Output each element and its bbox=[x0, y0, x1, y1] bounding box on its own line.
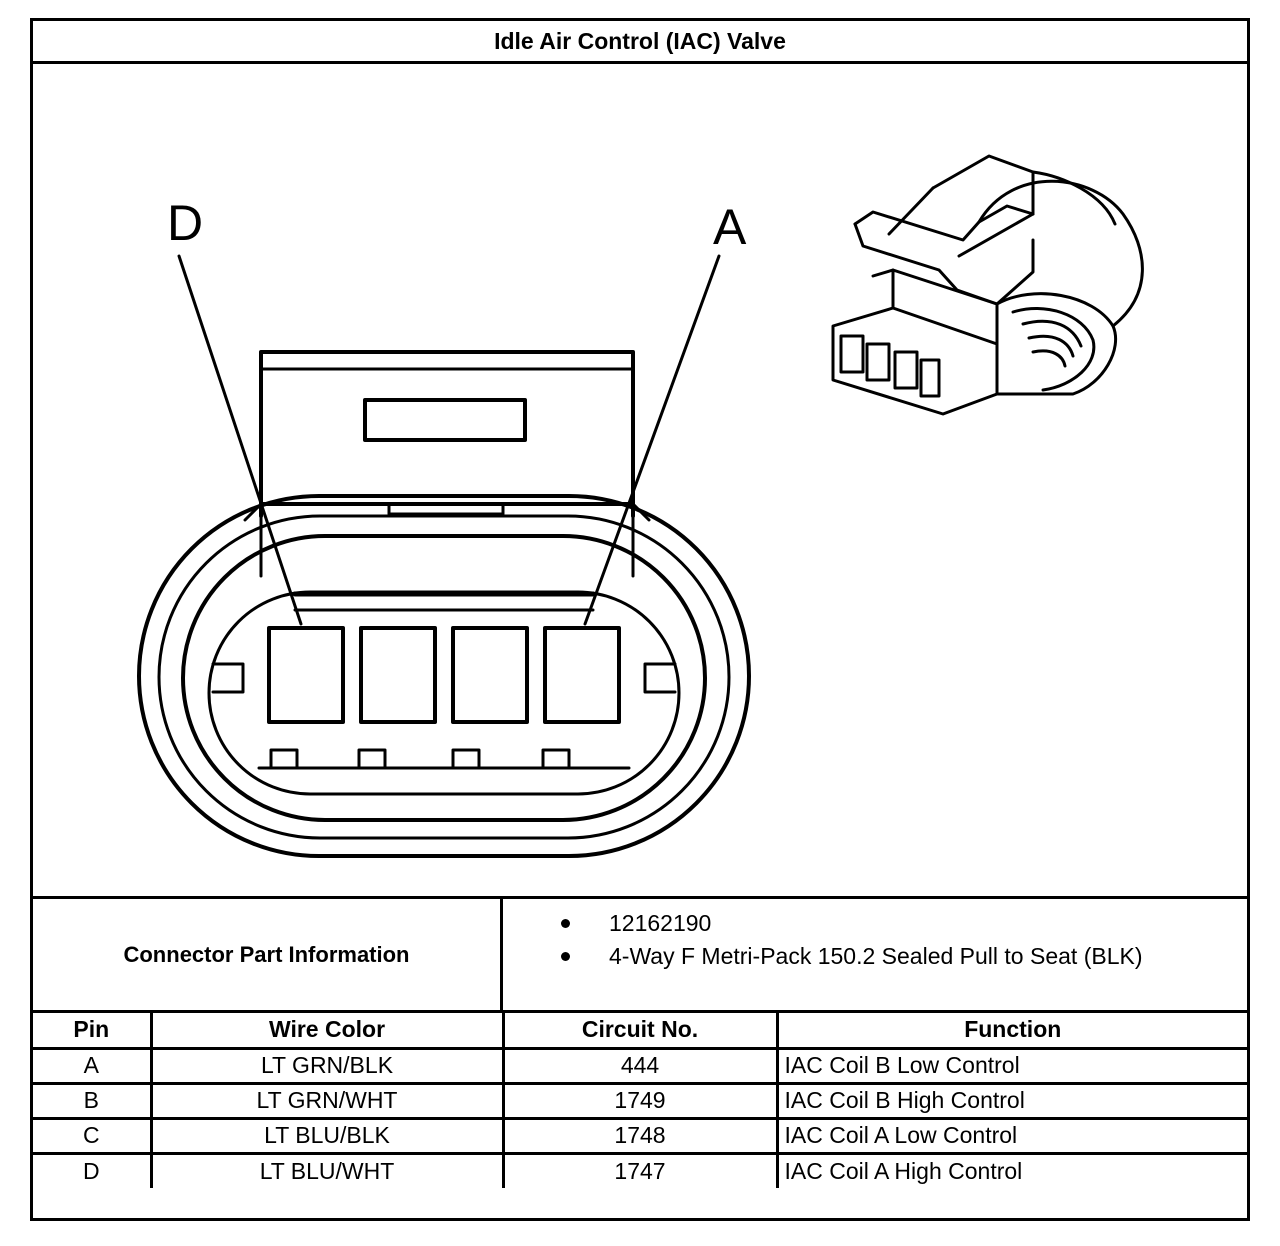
terminal-cavity-c bbox=[359, 626, 437, 724]
connector-3d-view bbox=[831, 154, 1144, 416]
cell-wire-color: LT BLU/WHT bbox=[149, 1151, 505, 1188]
cell-wire-color: LT GRN/BLK bbox=[149, 1046, 505, 1085]
connector-face-drawing: D A bbox=[137, 154, 1144, 858]
part-number: 12162190 bbox=[503, 907, 1142, 940]
cell-circuit-no: 1747 bbox=[501, 1151, 779, 1188]
lock-window bbox=[363, 398, 527, 442]
cell-circuit-no: 444 bbox=[501, 1046, 779, 1085]
part-info-list: 12162190 4-Way F Metri-Pack 150.2 Sealed… bbox=[503, 907, 1142, 973]
callout-a-leader bbox=[583, 254, 721, 626]
cell-function: IAC Coil B High Control bbox=[775, 1081, 1247, 1120]
pinout-table: Pin Wire Color Circuit No. Function A LT… bbox=[33, 1013, 1247, 1188]
cell-function: IAC Coil A High Control bbox=[775, 1151, 1247, 1188]
diagram-frame: Idle Air Control (IAC) Valve bbox=[30, 18, 1250, 1221]
cell-pin: A bbox=[33, 1046, 153, 1085]
terminal-cavity-a bbox=[543, 626, 621, 724]
connector-part-information: Connector Part Information 12162190 4-Wa… bbox=[33, 896, 1247, 1013]
lock-tab bbox=[259, 350, 635, 518]
cell-pin: B bbox=[33, 1081, 153, 1120]
cell-wire-color: LT GRN/WHT bbox=[149, 1081, 505, 1120]
cell-circuit-no: 1748 bbox=[501, 1116, 779, 1155]
connector-inner-cavity bbox=[207, 590, 681, 796]
header-wire-color: Wire Color bbox=[149, 1013, 505, 1050]
callout-a-label: A bbox=[713, 199, 747, 255]
terminal-cavity-b bbox=[451, 626, 529, 724]
connector-outer-shell bbox=[137, 494, 751, 858]
cell-wire-color: LT BLU/BLK bbox=[149, 1116, 505, 1155]
table-row: A LT GRN/BLK 444 IAC Coil B Low Control bbox=[33, 1046, 1247, 1085]
callout-d-label: D bbox=[167, 195, 203, 251]
table-row: D LT BLU/WHT 1747 IAC Coil A High Contro… bbox=[33, 1151, 1247, 1188]
table-header-row: Pin Wire Color Circuit No. Function bbox=[33, 1013, 1247, 1050]
cell-pin: C bbox=[33, 1116, 153, 1155]
cell-circuit-no: 1749 bbox=[501, 1081, 779, 1120]
diagram-title: Idle Air Control (IAC) Valve bbox=[33, 21, 1247, 64]
cell-pin: D bbox=[33, 1151, 153, 1188]
header-pin: Pin bbox=[33, 1013, 153, 1050]
cell-function: IAC Coil A Low Control bbox=[775, 1116, 1247, 1155]
table-row: B LT GRN/WHT 1749 IAC Coil B High Contro… bbox=[33, 1081, 1247, 1120]
part-description: 4-Way F Metri-Pack 150.2 Sealed Pull to … bbox=[503, 940, 1142, 973]
callout-d-leader bbox=[177, 254, 303, 626]
connector-3d-front bbox=[831, 306, 999, 416]
part-info-label: Connector Part Information bbox=[33, 899, 503, 1010]
terminal-cavity-d bbox=[267, 626, 345, 724]
header-circuit-no: Circuit No. bbox=[501, 1013, 779, 1050]
table-row: C LT BLU/BLK 1748 IAC Coil A Low Control bbox=[33, 1116, 1247, 1155]
cell-function: IAC Coil B Low Control bbox=[775, 1046, 1247, 1085]
connector-diagram: D A bbox=[33, 64, 1247, 896]
header-function: Function bbox=[775, 1013, 1247, 1050]
